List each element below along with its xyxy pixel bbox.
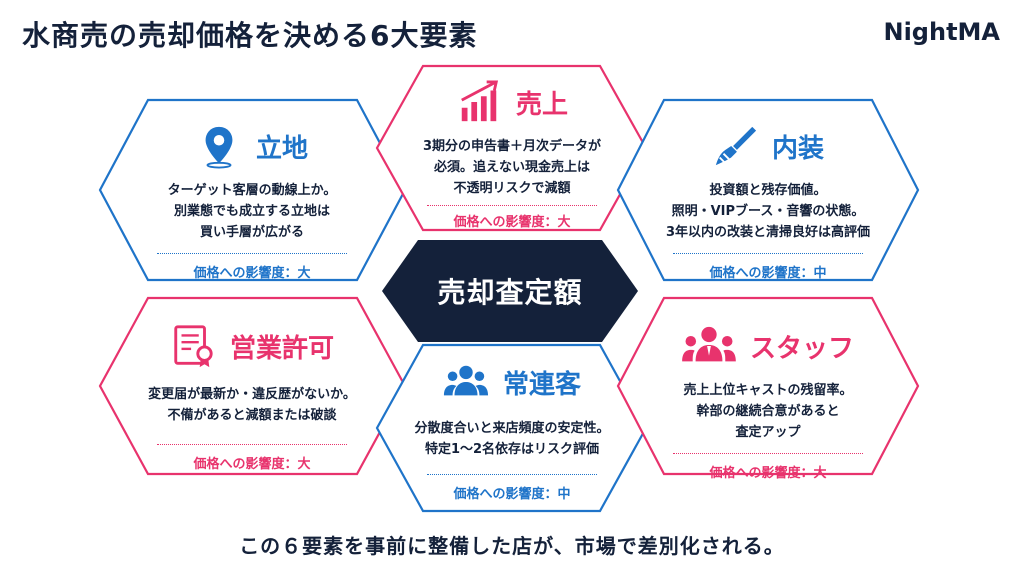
card-staff-line: 査定アップ [735,425,801,440]
card-regulars-title: 常連客 [502,369,581,400]
divider [427,474,597,475]
card-sales-line: 3期分の申告書＋月次データが [422,139,602,154]
footer-message: この６要素を事前に整備した店が、市場で差別化される。 [239,534,785,558]
card-license-line: 変更届が最新か・違反歴がないか。 [148,387,356,402]
card-location-line: 別業態でも成立する立地は [173,204,330,219]
card-interior-line: 3年以内の改装と清掃良好は高評価 [665,225,871,240]
divider [673,453,863,454]
card-sales-title: 売上 [515,89,568,120]
card-license-line: 不備があると減額または破談 [167,408,337,423]
card-staff-line: 幹部の継続合意があると [696,404,840,419]
card-location-impact: 価格への影響度：大 [193,266,311,281]
divider [157,253,347,254]
card-regulars-line: 分散度合いと来店頻度の安定性。 [414,421,610,436]
hex-regulars [375,343,648,513]
card-staff-line: 売上上位キャストの残留率。 [683,383,853,398]
card-interior-line: 投資額と残存価値。 [709,183,827,198]
card-sales-line: 必須。追えない現金売上は [433,160,590,175]
card-license-impact: 価格への影響度：大 [193,457,311,472]
card-location: 立地 ターゲット客層の動線上か。 別業態でも成立する立地は 買い手層が広がる 価… [102,118,402,281]
card-staff-title: スタッフ [749,333,854,364]
page-title: 水商売の売却価格を決める6大要素 [22,19,478,52]
divider [157,444,347,445]
hex-center [382,240,638,342]
card-regulars-line: 特定1〜2名依存はリスク評価 [424,442,600,457]
hex-sales [375,64,648,232]
hex-location [98,98,407,282]
paint-brush-icon [715,126,757,166]
card-interior-title: 内装 [771,133,824,164]
map-pin-icon [205,126,233,169]
card-interior-impact: 価格への影響度：中 [709,266,827,281]
hex-interior [616,98,920,282]
card-regulars: 常連客 分散度合いと来店頻度の安定性。 特定1〜2名依存はリスク評価 価格への影… [381,354,643,502]
card-license-title: 営業許可 [229,333,334,364]
center-label: 売却査定額 [437,276,583,309]
card-regulars-impact: 価格への影響度：中 [453,487,571,502]
card-license: 営業許可 変更届が最新か・違反歴がないか。 不備があると減額または破談 価格への… [102,318,402,472]
divider [673,253,863,254]
card-interior-line: 照明・VIPブース・音響の状態。 [671,204,865,219]
users-icon [443,365,489,396]
card-location-line: ターゲット客層の動線上か。 [167,183,337,198]
growth-chart-icon [461,80,499,122]
card-location-title: 立地 [255,133,308,164]
certificate-icon [174,325,213,368]
divider [427,205,597,206]
card-interior: 内装 投資額と残存価値。 照明・VIPブース・音響の状態。 3年以内の改装と清掃… [618,118,918,281]
card-location-line: 買い手層が広がる [199,225,304,240]
card-staff-impact: 価格への影響度：大 [709,466,827,481]
brand-logo: NightMA [883,18,1000,46]
staff-group-icon [682,326,736,362]
card-staff: スタッフ 売上上位キャストの残留率。 幹部の継続合意があると 査定アップ 価格へ… [618,318,918,481]
card-sales-impact: 価格への影響度：大 [453,215,571,230]
card-sales-line: 不透明リスクで減額 [453,181,571,196]
card-sales: 売上 3期分の申告書＋月次データが 必須。追えない現金売上は 不透明リスクで減額… [381,74,643,230]
